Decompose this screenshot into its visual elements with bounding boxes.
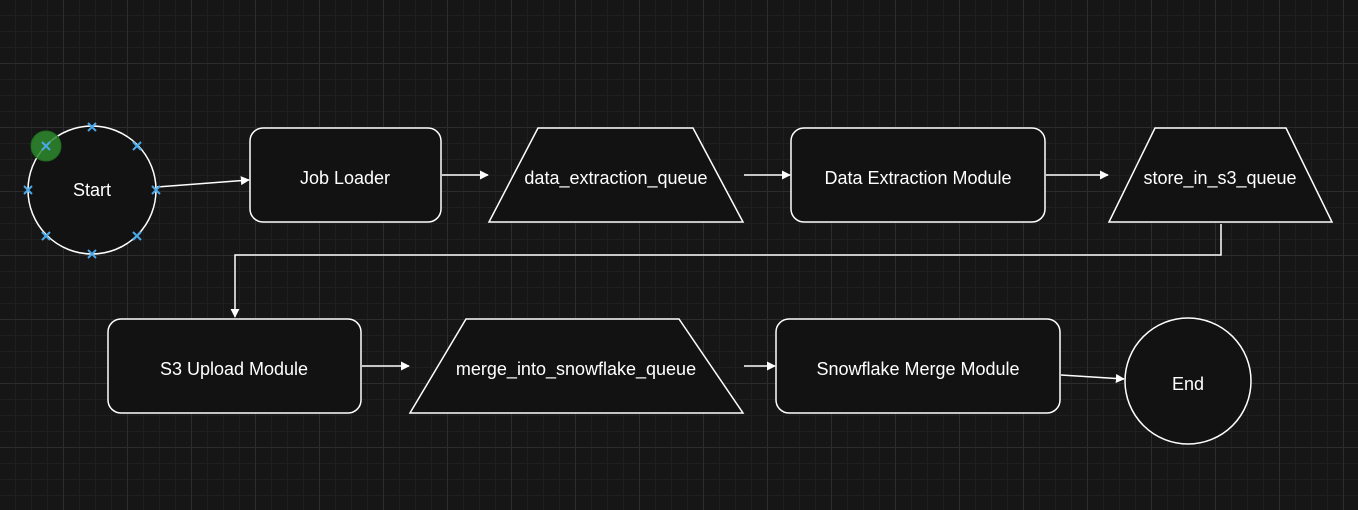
connection-handle-icon[interactable] xyxy=(41,141,51,151)
edge-start-to-job-loader[interactable] xyxy=(156,176,250,188)
node-store-in-s3-queue-label: store_in_s3_queue xyxy=(1143,168,1296,189)
data-extraction-module-box xyxy=(790,127,1046,223)
node-data-extraction-queue-label: data_extraction_queue xyxy=(524,168,707,189)
node-s3-upload-module-label: S3 Upload Module xyxy=(160,359,308,379)
connection-handle-icon[interactable] xyxy=(41,231,51,241)
node-s3-upload-module[interactable]: S3 Upload Module xyxy=(107,318,362,414)
s3-upload-module-box xyxy=(107,318,362,414)
connection-handle-icon[interactable] xyxy=(132,231,142,241)
store-in-s3-queue-trapezoid xyxy=(1107,127,1334,223)
snowflake-merge-module-box xyxy=(775,318,1061,414)
node-job-loader[interactable]: Job Loader xyxy=(249,127,442,223)
connection-handles xyxy=(23,122,161,259)
node-end[interactable]: End xyxy=(1124,317,1252,445)
edges xyxy=(156,170,1222,383)
job-loader-box xyxy=(249,127,442,223)
node-merge-into-snowflake-queue-label: merge_into_snowflake_queue xyxy=(456,359,696,380)
node-snowflake-merge-module-label: Snowflake Merge Module xyxy=(816,359,1019,379)
end-circle xyxy=(1124,317,1252,445)
connection-handle-icon[interactable] xyxy=(87,122,97,132)
node-job-loader-label: Job Loader xyxy=(300,168,390,188)
edge-snowflake-merge-module-to-end[interactable] xyxy=(1060,373,1125,383)
node-data-extraction-queue[interactable]: data_extraction_queue xyxy=(487,127,745,223)
node-store-in-s3-queue[interactable]: store_in_s3_queue xyxy=(1107,127,1334,223)
connection-handle-icon[interactable] xyxy=(151,185,161,195)
edge-store-in-s3-queue-to-s3-upload-module[interactable] xyxy=(230,224,1222,318)
node-data-extraction-module[interactable]: Data Extraction Module xyxy=(790,127,1046,223)
connection-handle-icon[interactable] xyxy=(23,185,33,195)
node-end-label: End xyxy=(1172,374,1204,394)
data-extraction-queue-trapezoid xyxy=(487,127,745,223)
selection-overlay xyxy=(23,122,161,259)
merge-into-snowflake-queue-trapezoid xyxy=(408,318,745,414)
node-merge-into-snowflake-queue[interactable]: merge_into_snowflake_queue xyxy=(408,318,745,414)
connection-handle-icon[interactable] xyxy=(87,249,97,259)
node-snowflake-merge-module[interactable]: Snowflake Merge Module xyxy=(775,318,1061,414)
node-start-label: Start xyxy=(73,180,111,200)
connection-handle-icon[interactable] xyxy=(132,141,142,151)
node-data-extraction-module-label: Data Extraction Module xyxy=(824,168,1011,188)
